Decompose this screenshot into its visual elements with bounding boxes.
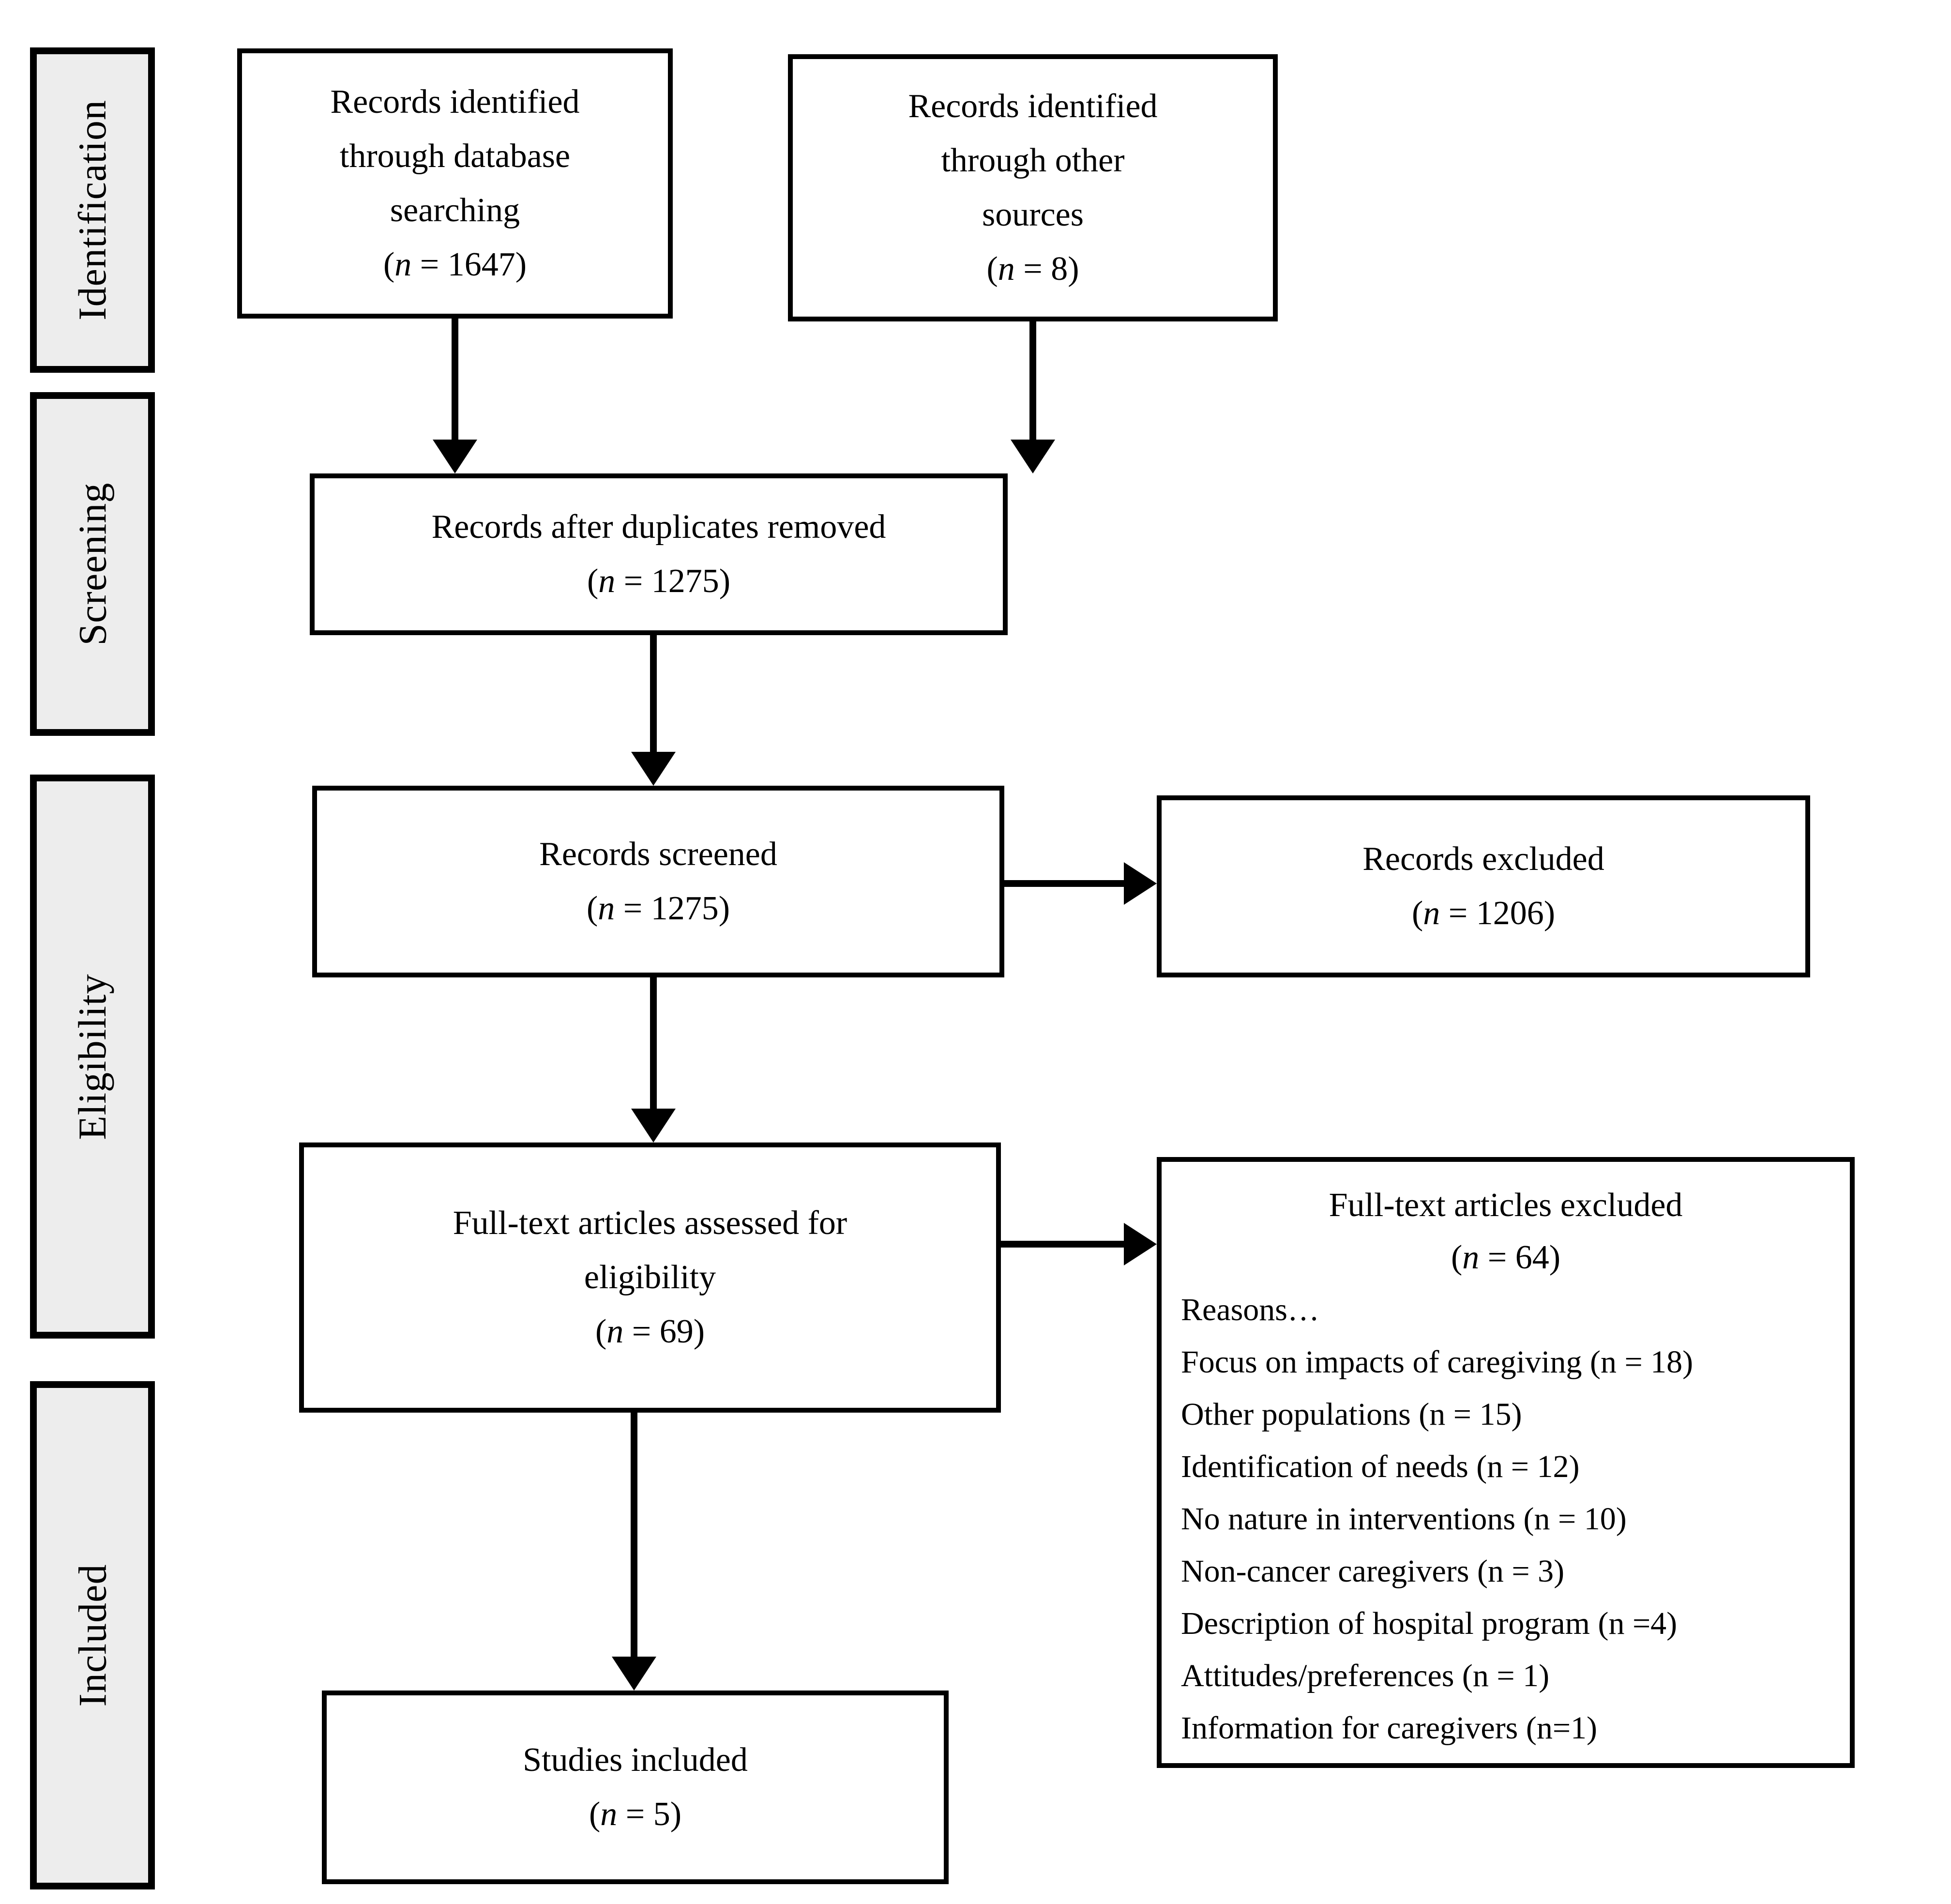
stage-label-screening: Screening	[70, 482, 115, 646]
reason-item: Other populations (n = 15)	[1181, 1397, 1522, 1432]
connector-db-to-duplicates	[452, 317, 458, 443]
stage-label-eligibility: Eligibility	[70, 973, 115, 1140]
count-line: (n = 1206)	[1411, 895, 1556, 932]
count-line: (n = 64)	[1451, 1239, 1561, 1276]
stage-identification: Identification	[30, 47, 155, 373]
box-text-line: eligibility	[584, 1259, 716, 1296]
stage-label-identification: Identification	[70, 100, 114, 320]
box-text-line: Full-text articles assessed for	[453, 1204, 847, 1242]
box-studies-included: Studies included (n = 5)	[322, 1691, 949, 1884]
reason-item: Non-cancer caregivers (n = 3)	[1181, 1554, 1565, 1589]
connector-other-to-duplicates	[1029, 320, 1036, 443]
reason-item: Information for caregivers (n=1)	[1181, 1710, 1598, 1746]
box-text-line: Records identified	[330, 83, 580, 121]
connector-screened-to-fulltext	[650, 976, 657, 1112]
connector-screened-to-excluded	[1003, 880, 1127, 887]
reason-item: Attitudes/preferences (n = 1)	[1181, 1658, 1550, 1693]
arrow-down-icon	[631, 752, 676, 786]
reason-item: No nature in interventions (n = 10)	[1181, 1501, 1627, 1537]
box-title: Full-text articles excluded	[1329, 1187, 1683, 1224]
reason-item: Description of hospital program (n =4)	[1181, 1606, 1678, 1641]
count-line: (n = 69)	[595, 1313, 705, 1350]
reasons-label: Reasons…	[1181, 1292, 1319, 1327]
connector-fulltext-to-included	[631, 1411, 637, 1659]
count-line: (n = 1275)	[586, 890, 730, 927]
box-records-identified-other: Records identified through other sources…	[788, 54, 1278, 321]
box-text-line: searching	[390, 192, 520, 229]
stage-included: Included	[30, 1381, 155, 1889]
box-records-identified-database: Records identified through database sear…	[237, 48, 673, 319]
box-text-line: Studies included	[523, 1741, 748, 1779]
count-line: (n = 1647)	[383, 246, 527, 283]
count-line: (n = 5)	[589, 1796, 682, 1833]
arrow-down-icon	[631, 1109, 676, 1142]
box-fulltext-excluded: Full-text articles excluded (n = 64) Rea…	[1157, 1157, 1855, 1768]
connector-fulltext-to-excluded	[1000, 1241, 1127, 1248]
count-line: (n = 8)	[986, 250, 1079, 288]
box-text-line: through database	[339, 137, 571, 175]
box-records-excluded: Records excluded (n = 1206)	[1157, 795, 1810, 977]
reason-item: Identification of needs (n = 12)	[1181, 1449, 1580, 1484]
arrow-right-icon	[1124, 862, 1157, 905]
box-text-line: Records identified	[908, 88, 1158, 125]
arrow-down-icon	[433, 440, 477, 473]
count-line: (n = 1275)	[587, 563, 731, 600]
arrow-down-icon	[1011, 440, 1055, 473]
arrow-down-icon	[612, 1657, 656, 1691]
stage-eligibility: Eligibility	[30, 775, 155, 1339]
connector-duplicates-to-screened	[650, 634, 657, 755]
box-records-after-duplicates: Records after duplicates removed (n = 12…	[310, 473, 1008, 635]
stage-label-included: Included	[70, 1564, 115, 1707]
box-text-line: sources	[982, 196, 1084, 233]
box-text-line: Records excluded	[1362, 840, 1604, 878]
box-text-line: through other	[941, 142, 1125, 179]
box-records-screened: Records screened (n = 1275)	[312, 786, 1004, 977]
reason-item: Focus on impacts of caregiving (n = 18)	[1181, 1344, 1694, 1380]
box-fulltext-assessed: Full-text articles assessed for eligibil…	[299, 1142, 1001, 1413]
arrow-right-icon	[1124, 1223, 1157, 1265]
box-text-line: Records screened	[539, 836, 777, 873]
box-text-line: Records after duplicates removed	[431, 508, 886, 546]
stage-screening: Screening	[30, 392, 155, 736]
